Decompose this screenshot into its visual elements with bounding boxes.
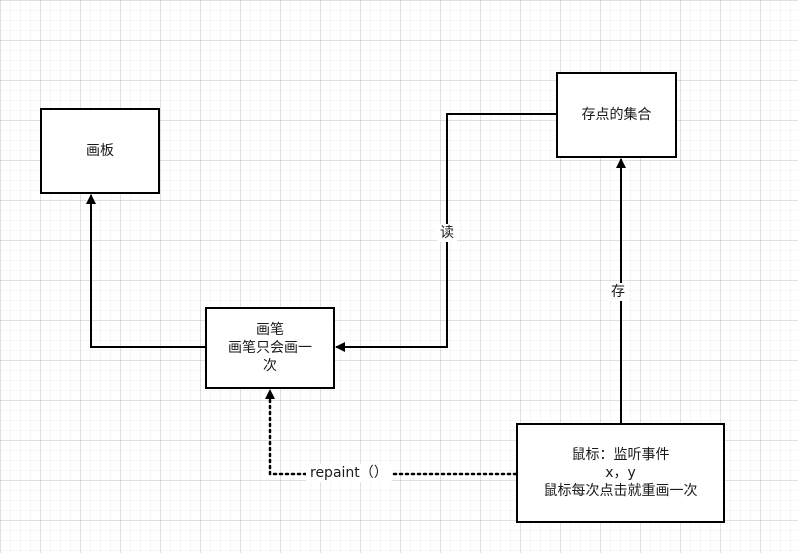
edge-pen-to-board[interactable] [86,194,205,348]
node-board[interactable]: 画板 [40,108,160,194]
node-point-set-label: 存点的集合 [581,107,652,123]
node-pen-line: 画笔只会画一 [228,340,312,356]
node-pen-line: 次 [263,358,277,374]
node-pen[interactable]: 画笔 画笔只会画一 次 [205,307,335,389]
node-board-label: 画板 [86,143,114,159]
node-mouse-line: 鼠标每次点击就重画一次 [543,483,698,499]
node-mouse[interactable]: 鼠标：监听事件 x，y 鼠标每次点击就重画一次 [516,423,725,523]
edge-mouse-to-pen-repaint[interactable] [265,388,518,476]
edge-label-repaint: repaint（） [306,464,392,482]
node-point-set[interactable]: 存点的集合 [556,72,677,158]
node-mouse-line: 鼠标：监听事件 [571,447,670,463]
node-pen-line: 画笔 [256,322,284,338]
edge-label-store: 存 [608,283,628,301]
node-mouse-line: x，y [605,465,636,481]
edge-label-read: 读 [437,224,457,242]
